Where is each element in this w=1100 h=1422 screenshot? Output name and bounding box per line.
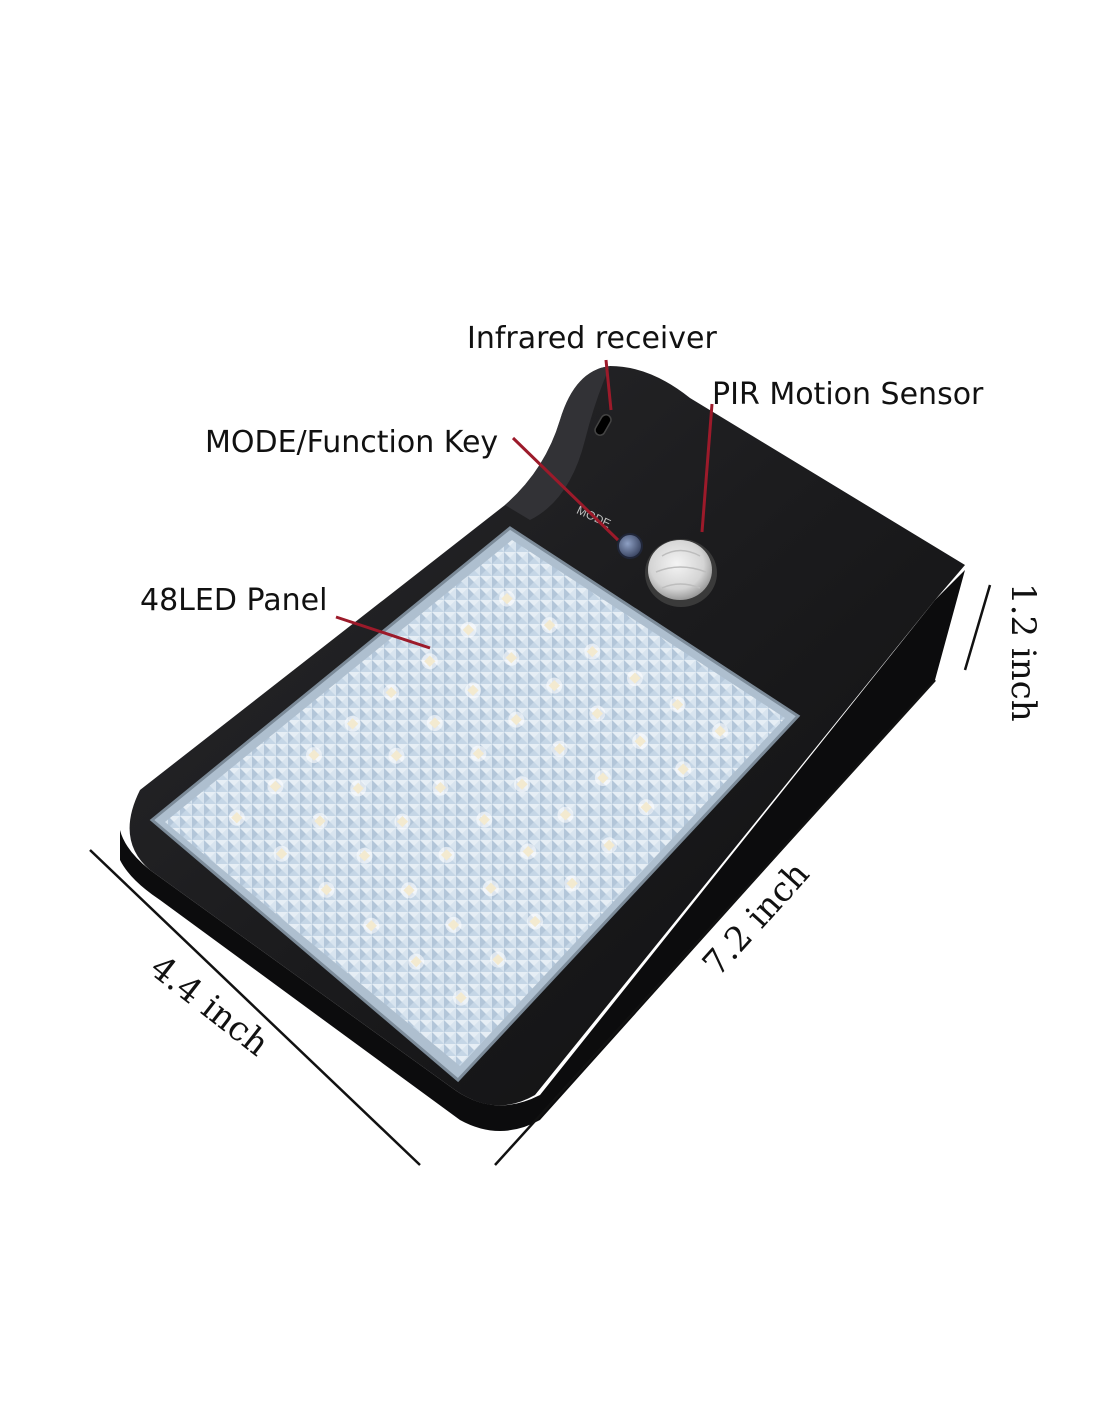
pir-leader bbox=[700, 403, 714, 533]
led-chip bbox=[383, 684, 400, 701]
depth-dimension-line bbox=[963, 584, 992, 671]
led-chip bbox=[306, 747, 322, 764]
led-chip bbox=[408, 953, 425, 970]
led-chip bbox=[632, 733, 649, 750]
led-chip bbox=[470, 745, 487, 762]
led-chip bbox=[228, 809, 245, 826]
led-chip bbox=[445, 916, 462, 933]
led-chip bbox=[388, 747, 405, 764]
led-panel bbox=[149, 526, 801, 1083]
led-chip bbox=[432, 779, 449, 796]
led-chip bbox=[541, 617, 558, 634]
led-chip bbox=[675, 761, 692, 778]
length-dimension-line bbox=[494, 679, 936, 1166]
led-chip bbox=[453, 989, 469, 1006]
led-chip bbox=[350, 780, 367, 797]
led-panel-label: 48LED Panel bbox=[140, 583, 327, 618]
led-panel-leader bbox=[335, 615, 431, 650]
led-chip bbox=[476, 811, 493, 828]
led-chip bbox=[594, 770, 611, 786]
width-dimension-line bbox=[89, 849, 421, 1166]
mode-function-key-label: MODE/Function Key bbox=[205, 425, 498, 460]
led-chip bbox=[401, 882, 417, 899]
led-chip bbox=[344, 715, 361, 732]
infrared-leader bbox=[604, 359, 613, 411]
led-grid bbox=[228, 590, 729, 1006]
dimension-lines bbox=[89, 584, 992, 1166]
led-chip bbox=[589, 705, 606, 722]
led-chip bbox=[557, 806, 574, 823]
led-chip bbox=[426, 715, 443, 731]
mode-button[interactable] bbox=[617, 533, 643, 559]
led-chip bbox=[503, 649, 520, 666]
led-chip bbox=[482, 880, 499, 897]
led-chip bbox=[551, 740, 568, 757]
led-chip bbox=[527, 913, 544, 930]
led-chip bbox=[669, 696, 686, 713]
led-chip bbox=[546, 677, 563, 694]
leader-lines bbox=[335, 359, 714, 650]
led-chip bbox=[267, 778, 284, 795]
led-chip bbox=[712, 723, 729, 740]
infrared-receiver-label: Infrared receiver bbox=[467, 321, 717, 356]
led-chip bbox=[520, 843, 537, 860]
led-chip bbox=[584, 643, 601, 660]
pir-sensor bbox=[645, 539, 717, 607]
led-panel-lens bbox=[165, 540, 785, 1066]
led-chip bbox=[356, 847, 373, 864]
led-chip bbox=[438, 846, 455, 863]
led-chip bbox=[465, 682, 481, 699]
led-chip bbox=[318, 881, 335, 898]
infrared-receiver-slot bbox=[594, 414, 612, 436]
led-chip bbox=[508, 711, 525, 728]
housing-sheen bbox=[505, 366, 610, 520]
led-chip bbox=[638, 799, 655, 816]
depth-dimension-label: 1.2 inch bbox=[1003, 583, 1043, 722]
led-chip bbox=[394, 813, 411, 830]
led-chip bbox=[311, 813, 328, 829]
led-chip bbox=[601, 837, 618, 854]
led-chip bbox=[273, 845, 290, 862]
led-chip bbox=[514, 776, 530, 793]
led-chip bbox=[490, 951, 506, 968]
led-chip bbox=[564, 875, 581, 892]
led-chip bbox=[626, 670, 643, 687]
led-chip bbox=[460, 621, 477, 638]
pir-motion-sensor-label: PIR Motion Sensor bbox=[712, 377, 984, 412]
mode-key-leader bbox=[511, 436, 620, 542]
led-chip bbox=[421, 653, 438, 670]
led-chip bbox=[363, 917, 380, 934]
led-chip bbox=[499, 590, 515, 607]
